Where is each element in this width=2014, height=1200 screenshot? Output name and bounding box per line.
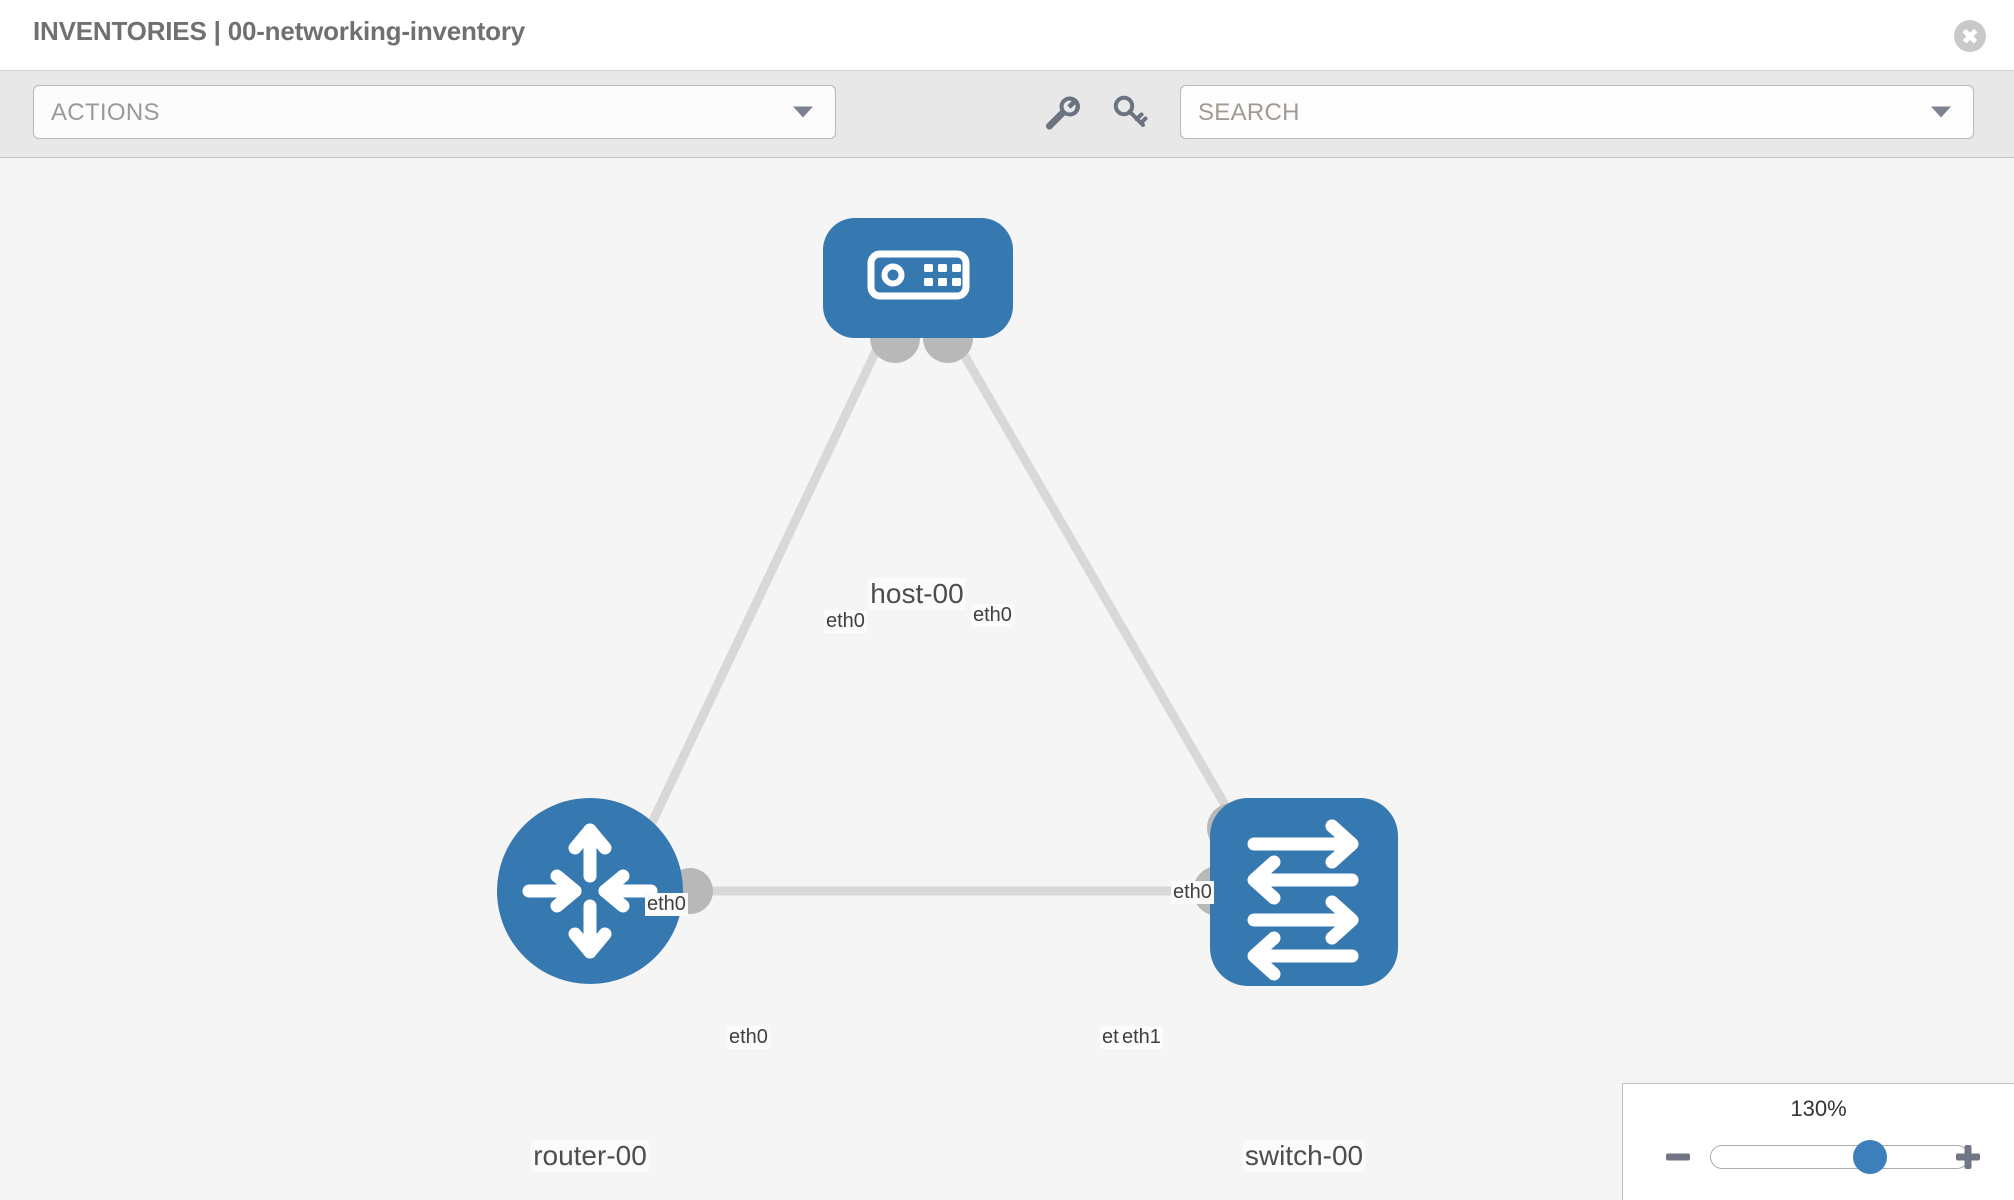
minus-icon[interactable] [1663,1142,1693,1172]
key-icon[interactable] [1108,89,1154,135]
page-title: INVENTORIES | 00-networking-inventory [33,16,526,46]
zoom-slider-thumb[interactable] [1853,1140,1888,1174]
zoom-control-panel: 130% [1622,1083,2014,1200]
search-placeholder: SEARCH [1198,99,1300,126]
link-host00-switch00[interactable] [948,331,1254,851]
node-switch-00[interactable] [1210,798,1398,986]
iface-label-router00-eth0-right: eth0 [727,1026,770,1049]
link-host00-router00[interactable] [635,332,889,850]
wrench-icon[interactable] [1038,89,1084,135]
iface-label-switch00-etl: etl [1100,1026,1126,1049]
zoom-slider[interactable] [1710,1140,1969,1174]
iface-label-router00-eth0-up: eth0 [645,893,688,916]
close-icon[interactable] [1954,20,1986,52]
chevron-down-icon[interactable] [1931,106,1951,118]
page-header: INVENTORIES | 00-networking-inventory [0,0,2014,70]
node-host-00[interactable] [823,218,1013,338]
node-router-00[interactable] [497,798,683,984]
chevron-down-icon [793,106,813,118]
actions-dropdown-label: ACTIONS [51,99,160,126]
node-label-host-00: host-00 [868,578,966,610]
topology-canvas[interactable]: host-00 router-00 switch-00 eth0 eth0 et… [0,158,2014,1200]
toolbar: ACTIONS SEARCH [0,70,2014,158]
actions-dropdown[interactable]: ACTIONS [33,85,836,139]
topology-edges [635,331,1254,896]
search-input[interactable]: SEARCH [1180,85,1974,139]
node-label-switch-00: switch-00 [1242,1140,1366,1172]
iface-label-switch00-eth1: eth1 [1120,1026,1163,1049]
zoom-level-value: 130% [1790,1096,1847,1121]
iface-label-switch00-eth0-up: eth0 [1171,881,1214,904]
topology-graph [497,218,1398,986]
iface-label-host00-eth0-right: eth0 [971,604,1014,627]
plus-icon[interactable] [1953,1142,1983,1172]
node-label-router-00: router-00 [531,1140,649,1172]
iface-label-host00-eth0-left: eth0 [824,610,867,633]
